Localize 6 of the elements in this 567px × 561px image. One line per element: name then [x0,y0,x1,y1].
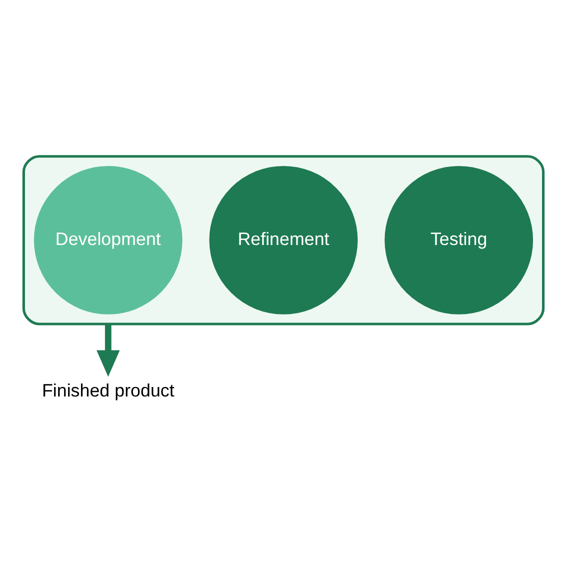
cluster [22,155,545,326]
node-text: Finished product [42,380,174,401]
arrow [96,324,120,377]
node-circle: Testing [384,166,534,314]
node-circle: Development [34,166,182,314]
node-circle: Refinement [209,166,358,314]
